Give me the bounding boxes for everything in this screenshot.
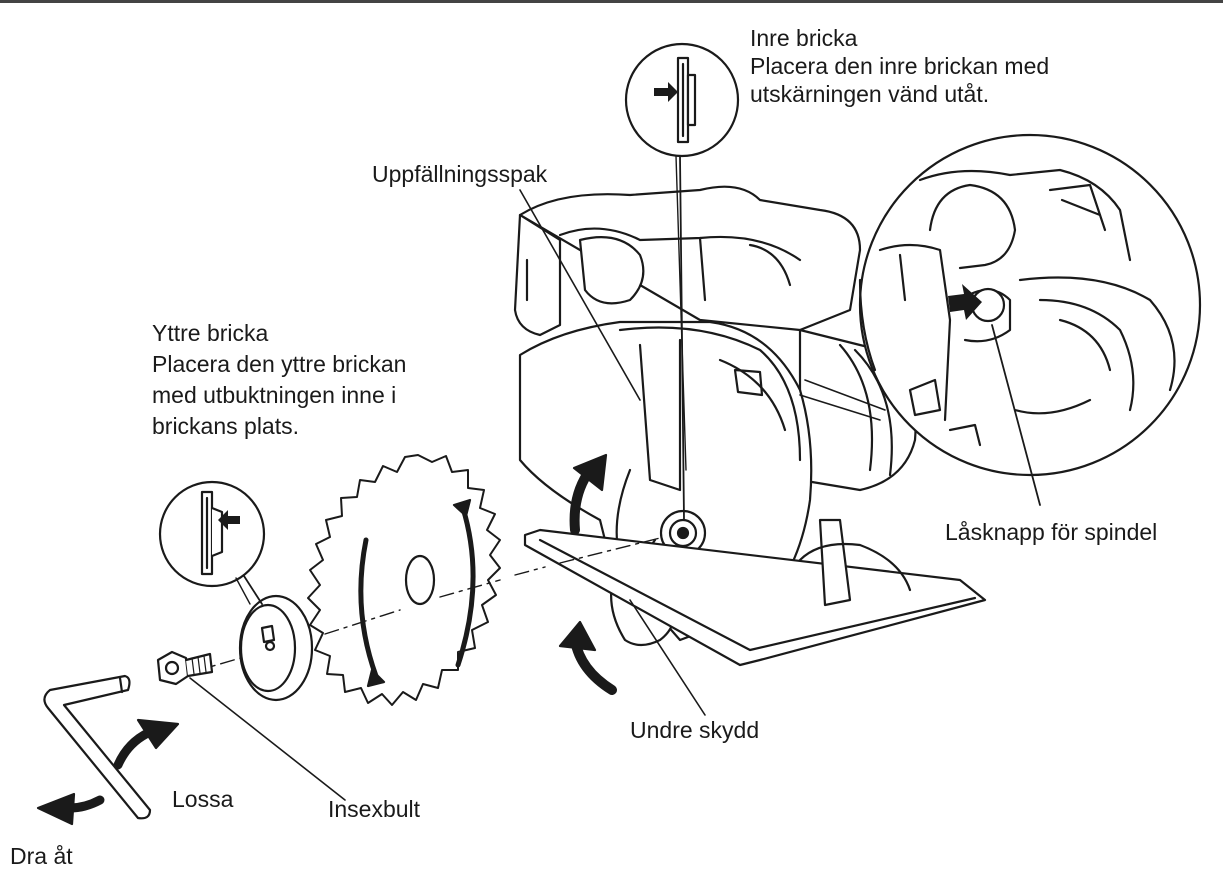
outer-washer-instruction-1: Placera den yttre brickan xyxy=(152,351,407,377)
inner-washer-label: Inre bricka Placera den inre brickan med… xyxy=(750,24,1049,108)
tighten-label: Dra åt xyxy=(10,843,73,869)
loosen-label: Lossa xyxy=(172,786,234,812)
outer-washer-title: Yttre bricka xyxy=(152,320,269,346)
inner-washer-title: Inre bricka xyxy=(750,25,858,51)
outer-washer xyxy=(238,594,314,702)
circular-saw xyxy=(513,185,987,667)
inner-washer-instruction-2: utskärningen vänd utåt. xyxy=(750,81,990,107)
arrow-icon xyxy=(948,284,982,320)
top-rule xyxy=(0,0,1223,3)
outer-washer-label: Yttre bricka Placera den yttre brickan m… xyxy=(152,318,406,442)
spindle-lock-zoom xyxy=(799,133,1202,506)
hex-wrench-icon xyxy=(43,674,152,820)
lower-guard-label: Undre skydd xyxy=(630,717,760,743)
outer-washer-zoom xyxy=(158,480,266,605)
arrow-icon xyxy=(218,510,240,530)
outer-washer-instruction-3: brickans plats. xyxy=(152,413,300,439)
hex-bolt-label: Insexbult xyxy=(328,796,421,822)
raise-lever-label: Uppfällningsspak xyxy=(372,161,548,187)
spindle-lock-label: Låsknapp för spindel xyxy=(945,519,1158,545)
saw-blade-icon xyxy=(307,454,501,706)
inner-washer-instruction-1: Placera den inre brickan med xyxy=(750,53,1050,79)
arrow-icon xyxy=(654,82,678,102)
hex-bolt xyxy=(156,650,346,801)
outer-washer-instruction-2: med utbuktningen inne i xyxy=(152,382,397,408)
inner-washer-zoom xyxy=(624,42,740,521)
